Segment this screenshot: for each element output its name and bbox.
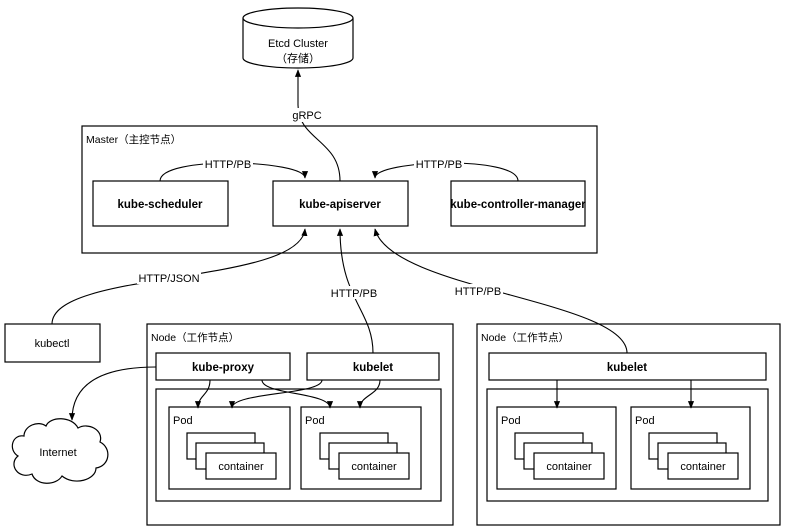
internet-label: Internet xyxy=(39,447,76,459)
kube-apiserver-label: kube-apiserver xyxy=(299,199,381,211)
node2-kubelet-box xyxy=(488,352,767,381)
node1-pod-area xyxy=(155,388,442,502)
node1-frame xyxy=(146,323,454,526)
edge-kubelet1-apiserver xyxy=(336,228,374,354)
etcd-cluster: Etcd Cluster （存储） xyxy=(242,7,354,69)
edge-proxy-pod2 xyxy=(261,379,334,409)
node2-pod2-container xyxy=(667,452,739,480)
master-title: Master（主控节点） xyxy=(86,133,181,146)
node2-pod1-container xyxy=(533,452,605,480)
edge-kubelet1-pod2 xyxy=(356,379,381,409)
edge-sched-label-bg xyxy=(203,157,253,170)
node2-pod1-label: Pod xyxy=(501,415,521,427)
node2-pod-area xyxy=(486,388,769,502)
node1-title: Node（工作节点） xyxy=(151,332,239,344)
kube-apiserver-box xyxy=(272,180,409,227)
node2-pod1-container-label: container xyxy=(546,461,592,473)
kubectl-label: kubectl xyxy=(35,338,70,350)
node1-kubelet-box xyxy=(306,352,440,381)
node2-pod2-label: Pod xyxy=(635,415,655,427)
edge-apiserver-etcd xyxy=(294,69,341,182)
edge-kubelet1-pod1 xyxy=(228,379,323,409)
node2-pod2-container-label: container xyxy=(680,461,726,473)
edge-ctrl-label: HTTP/PB xyxy=(416,159,462,171)
kube-scheduler-label: kube-scheduler xyxy=(118,199,204,211)
kubectl-box xyxy=(4,323,101,363)
edge-grpc-label-bg xyxy=(288,108,326,122)
edge-kubelet1-label: HTTP/PB xyxy=(331,288,377,300)
edge-grpc-label: gRPC xyxy=(292,110,321,122)
edge-kubelet2-label: HTTP/PB xyxy=(455,286,501,298)
node1-kubelet-label: kubelet xyxy=(353,362,393,374)
kube-controller-manager-label: kube-controller-manager xyxy=(450,199,586,211)
node1-pod2-label: Pod xyxy=(305,415,325,427)
edge-kubectl-label: HTTP/JSON xyxy=(138,273,199,285)
edge-ctrl-label-bg xyxy=(414,157,464,170)
edge-kubelet2-apiserver xyxy=(373,228,628,354)
node1-pod1-container xyxy=(205,452,277,480)
edge-kubelet1-label-bg xyxy=(329,286,379,299)
edge-proxy-pod1 xyxy=(194,379,211,409)
node1-pod2-container xyxy=(338,452,410,480)
node1-pod1-label: Pod xyxy=(173,415,193,427)
edge-sched-label: HTTP/PB xyxy=(205,159,251,171)
node1-pod1-container-label: container xyxy=(218,461,264,473)
internet-cloud: Internet xyxy=(11,418,109,484)
master-frame xyxy=(81,125,598,254)
kube-proxy-label: kube-proxy xyxy=(192,362,255,374)
node2-title: Node（工作节点） xyxy=(481,332,569,344)
node2-kubelet-label: kubelet xyxy=(607,362,647,374)
edge-proxy-internet xyxy=(68,366,157,421)
edge-kubectl-label-bg xyxy=(137,271,201,284)
edge-kubelet2-label-bg xyxy=(453,284,503,297)
etcd-subtitle: （存储） xyxy=(276,51,320,65)
node1-pod2-container-label: container xyxy=(351,461,397,473)
node2-frame xyxy=(476,323,781,526)
etcd-title: Etcd Cluster xyxy=(268,38,328,50)
